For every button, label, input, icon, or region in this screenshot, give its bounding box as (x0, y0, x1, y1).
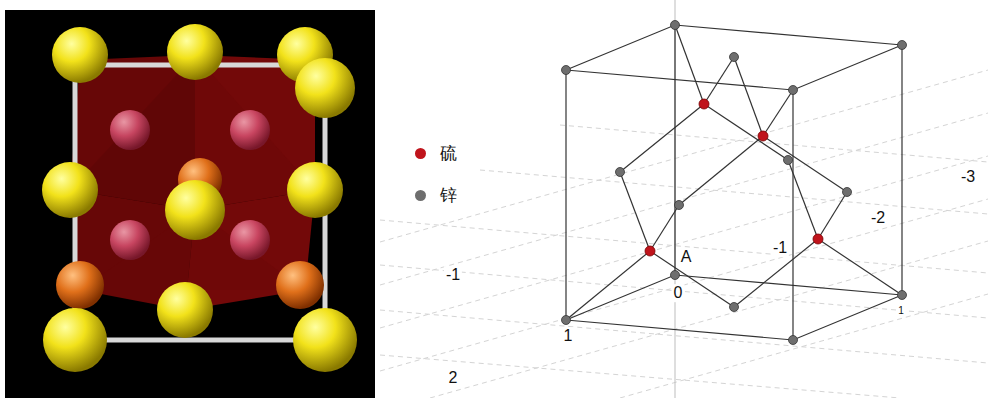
axis-number: -1 (444, 266, 462, 284)
legend-row: 锌 (415, 184, 457, 207)
axis-number: -2 (869, 209, 887, 227)
legend-swatch (415, 148, 426, 159)
axis-number: 1 (562, 327, 575, 345)
bonds (566, 25, 902, 320)
axis-number: 2 (447, 369, 460, 387)
sulfur-atoms (645, 99, 823, 256)
axis-number: -1 (771, 239, 789, 257)
legend-text: 锌 (440, 184, 457, 207)
zinc-atoms (562, 21, 907, 345)
grid (380, 70, 988, 398)
axis-number: A (679, 248, 694, 266)
legend-swatch (415, 190, 426, 201)
axis-number: -3 (959, 168, 977, 186)
cube-edges (566, 25, 902, 340)
axis (675, 0, 676, 398)
legend-text: 硫 (440, 142, 457, 165)
rendered-cell (5, 10, 375, 398)
axis-number: 1 (896, 305, 906, 316)
axis-number: 0 (672, 284, 685, 302)
legend-row: 硫 (415, 142, 457, 165)
